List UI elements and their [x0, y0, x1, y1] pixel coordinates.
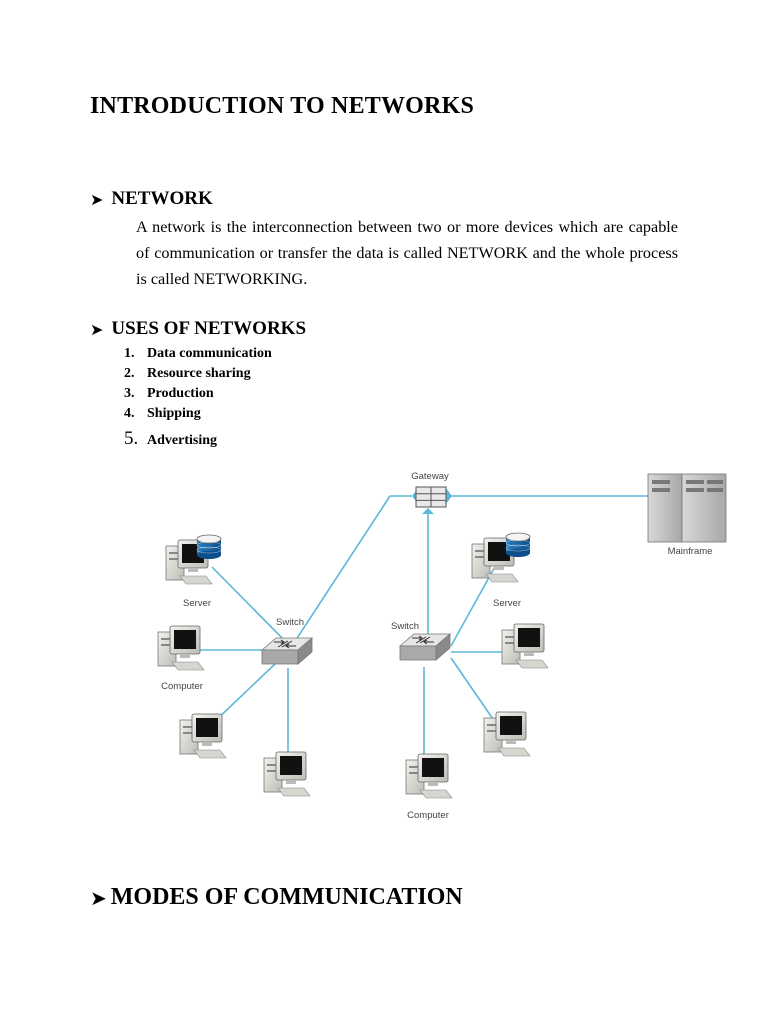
uses-list: 1.Data communication 2.Resource sharing … [124, 344, 272, 452]
arrow-bullet-icon: ➤ [90, 189, 104, 209]
switch-right: Switch [391, 621, 451, 661]
arrow-bullet-icon: ➤ [90, 319, 104, 339]
computer-right-top [501, 623, 549, 669]
arrow-bullet-icon: ➤ [90, 885, 107, 910]
mainframe-label: Mainframe [668, 546, 713, 557]
uses-heading: ➤ USES OF NETWORKS [90, 318, 306, 340]
computer-left-lower-right [263, 751, 311, 797]
list-item: 3.Production [124, 386, 214, 401]
gateway-label: Gateway [411, 471, 449, 482]
computer-right-bottom: Computer [405, 753, 453, 821]
network-links [200, 495, 648, 754]
switch-left-label: Switch [276, 617, 304, 628]
computer-right-middle [483, 711, 531, 757]
network-heading-text: NETWORK [111, 188, 213, 209]
computer-left: Computer [157, 625, 205, 692]
mainframe-device: Mainframe [647, 473, 727, 557]
gateway-device: Gateway [411, 471, 452, 514]
server-left-label: Server [183, 598, 211, 609]
page-title: INTRODUCTION TO NETWORKS [90, 93, 474, 119]
list-item: 4.Shipping [124, 406, 201, 421]
computer-left-label: Computer [161, 681, 203, 692]
server-right: Server [471, 532, 531, 609]
list-item: 5.Advertising [124, 428, 217, 449]
switch-right-label: Switch [391, 621, 419, 632]
computer-right-label: Computer [407, 810, 449, 821]
network-diagram: Gateway Mainframe Server Computer Switch… [157, 471, 727, 821]
computer-left-bottom [179, 713, 227, 759]
list-item: 1.Data communication [124, 346, 272, 361]
modes-heading-text: MODES OF COMMUNICATION [110, 884, 463, 910]
list-item: 2.Resource sharing [124, 366, 251, 381]
server-left: Server [165, 534, 222, 609]
server-right-label: Server [493, 598, 521, 609]
switch-left: Switch [261, 617, 313, 665]
uses-heading-text: USES OF NETWORKS [111, 318, 307, 339]
modes-heading: ➤ MODES OF COMMUNICATION [90, 884, 463, 911]
network-definition: A network is the interconnection between… [136, 218, 678, 288]
network-heading: ➤ NETWORK [90, 188, 213, 210]
